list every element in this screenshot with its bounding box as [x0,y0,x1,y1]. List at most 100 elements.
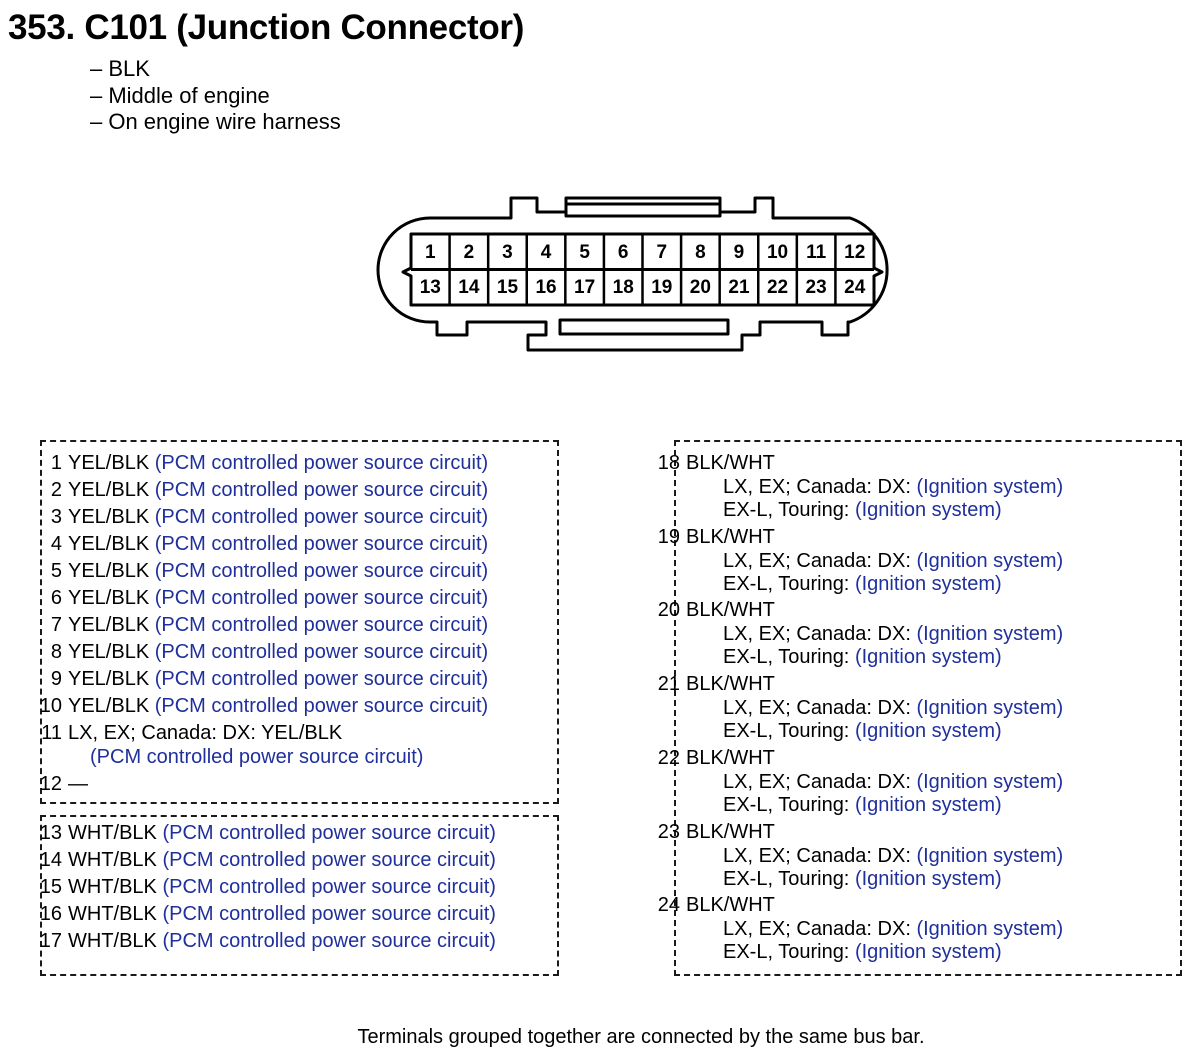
wire-color: BLK/WHT [686,673,775,696]
variant-row: EX-L, Touring: (Ignition system) [723,867,1002,891]
bus-bar-group-2 [40,815,559,976]
wire-color: WHT/BLK [68,822,157,844]
wire-color: BLK/WHT [686,820,775,843]
wire-color: YEL/BLK [68,695,150,717]
terminal-number: 9 [50,668,62,690]
terminal-number: 14 [39,849,62,871]
terminal-number: 15 [39,876,62,898]
cavity-number: 22 [767,277,788,298]
cavity-number: 24 [844,277,866,298]
page-title: 353. C101 (Junction Connector) [8,8,525,47]
circuit-description: (Ignition system) [916,549,1064,572]
cavity-number: 11 [806,242,827,263]
circuit-description: (PCM controlled power source circuit) [154,452,489,474]
wire-color: YEL/BLK [68,479,150,501]
terminal-row: 23 BLK/WHT [650,820,775,844]
variant-label: LX, EX; Canada: DX: [723,918,911,941]
wire-color: WHT/BLK [68,903,157,925]
circuit-description: (Ignition system) [916,844,1064,867]
wire-color: YEL/BLK [68,614,150,636]
wire-color: YEL/BLK [68,641,150,663]
connector-housing [376,196,889,352]
variant-row: EX-L, Touring: (Ignition system) [723,572,1002,596]
wire-color: YEL/BLK [68,533,150,555]
cavity-number: 9 [734,242,745,263]
terminal-number: 2 [50,479,62,501]
wire-color: YEL/BLK [68,506,150,528]
terminal-number: 10 [39,695,62,717]
wire-color: YEL/BLK [68,560,150,582]
variant-label: LX, EX; Canada: DX: [723,549,911,572]
terminal-number: 16 [39,903,62,925]
variant-row: LX, EX; Canada: DX: (Ignition system) [723,475,1063,499]
wire-color: BLK/WHT [686,599,775,622]
wire-color: BLK/WHT [686,525,775,548]
circuit-description: (PCM controlled power source circuit) [154,641,489,663]
connector-details: – BLK – Middle of engine – On engine wir… [90,56,341,136]
variant-row: LX, EX; Canada: DX: (Ignition system) [723,917,1063,941]
cavity-number: 12 [844,242,865,263]
terminal-row: 3 YEL/BLK (PCM controlled power source ci… [32,505,488,529]
circuit-description: (PCM controlled power source circuit) [162,930,496,952]
circuit-description: (Ignition system) [854,572,1002,595]
terminal-number: 20 [657,599,680,622]
wire-color: YEL/BLK [68,668,150,690]
circuit-description: (Ignition system) [854,720,1002,743]
variant-label: EX-L, Touring: [723,867,850,890]
variant-row: EX-L, Touring: (Ignition system) [723,940,1002,964]
variant-label: EX-L, Touring: [723,793,850,816]
terminal-number: 12 [39,773,62,795]
bus-bar-note: Terminals grouped together are connected… [357,1026,925,1048]
circuit-description: (Ignition system) [854,793,1002,816]
circuit-description: (Ignition system) [916,623,1064,646]
wire-color: BLK/WHT [686,894,775,917]
connector-harness: – On engine wire harness [90,109,341,134]
wire-color: WHT/BLK [68,930,157,952]
cavity-number: 3 [502,242,513,263]
wire-color: BLK/WHT [686,746,775,769]
wire-color: YEL/BLK [68,587,150,609]
circuit-description: (PCM controlled power source circuit) [154,506,489,528]
bottom-slot [558,318,730,336]
cavity-number: 21 [728,277,750,298]
circuit-description: (PCM controlled power source circuit) [154,533,489,555]
wire-color: LX, EX; Canada: DX: YEL/BLK [68,722,343,744]
terminal-number: 5 [50,560,62,582]
circuit-description: (PCM controlled power source circuit) [162,849,496,871]
cavity-number: 15 [497,277,519,298]
variant-row: EX-L, Touring: (Ignition system) [723,645,1002,669]
terminal-number: 21 [657,673,680,696]
bus-bar-group-3 [674,440,1182,976]
variant-label: LX, EX; Canada: DX: [723,844,911,867]
terminal-number: 23 [657,820,680,843]
top-slot [564,202,722,218]
bus-bar-group-1 [40,440,559,804]
terminal-row-continued: (PCM controlled power source circuit) [90,745,423,769]
circuit-description: (Ignition system) [854,646,1002,669]
variant-label: LX, EX; Canada: DX: [723,697,911,720]
variant-row: LX, EX; Canada: DX: (Ignition system) [723,844,1063,868]
cavity-number: 5 [579,242,590,263]
circuit-description: (PCM controlled power source circuit) [154,587,489,609]
variant-label: LX, EX; Canada: DX: [723,623,911,646]
cavity-number: 14 [458,277,480,298]
circuit-description: (PCM controlled power source circuit) [162,822,496,844]
cavity-number: 7 [657,242,668,263]
terminal-number: 3 [50,506,62,528]
cavity-number: 19 [651,277,672,298]
